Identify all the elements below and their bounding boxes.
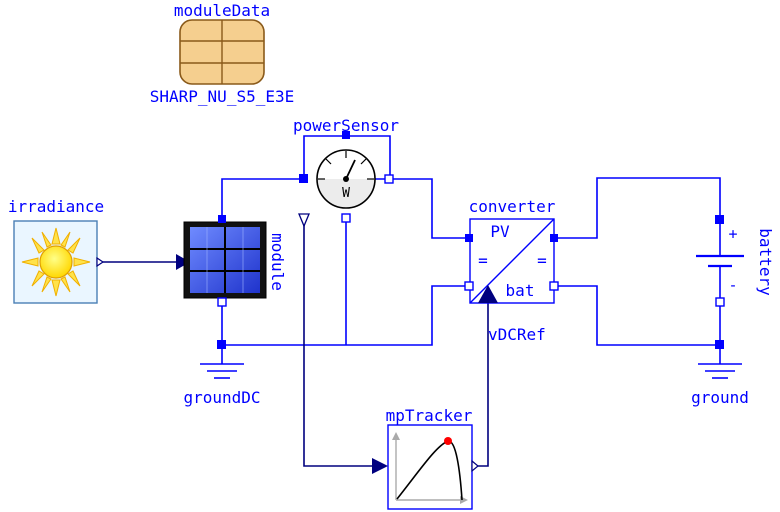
converter-dcn2-pin[interactable] bbox=[549, 281, 559, 291]
converter-pv-label: PV bbox=[490, 222, 510, 241]
signal-power bbox=[303, 219, 372, 467]
battery-plus-label: + bbox=[728, 225, 737, 243]
vdcref-label: vDCRef bbox=[488, 325, 546, 344]
mp-tracker-output[interactable] bbox=[471, 459, 479, 473]
signal-vdcref bbox=[478, 290, 489, 467]
dc-converter[interactable]: converter PV bat = = vDCRef bbox=[464, 197, 559, 344]
converter-name: converter bbox=[469, 197, 556, 216]
module-name: module bbox=[268, 233, 287, 291]
sensor-pv-pin[interactable] bbox=[342, 131, 350, 139]
sensor-nc-pin[interactable] bbox=[384, 174, 394, 184]
battery-minus-label: - bbox=[728, 276, 737, 294]
sensor-power-output[interactable] bbox=[298, 213, 310, 228]
ground-dc-symbol bbox=[200, 363, 244, 379]
mpp-point-icon bbox=[444, 437, 452, 445]
module-data-value: SHARP_NU_S5_E3E bbox=[150, 87, 295, 106]
mp-tracker[interactable]: mpTracker bbox=[372, 406, 479, 510]
sensor-nv-pin[interactable] bbox=[341, 213, 351, 223]
ground[interactable]: ground bbox=[691, 340, 749, 407]
power-sensor-name: powerSensor bbox=[293, 116, 399, 135]
irradiance-name: irradiance bbox=[8, 197, 104, 216]
power-sensor-unit: W bbox=[342, 186, 350, 201]
ground-pin[interactable] bbox=[715, 340, 724, 349]
wires bbox=[103, 135, 721, 467]
wire-groundDC-bus bbox=[221, 285, 470, 346]
module-irradiance-input[interactable] bbox=[176, 254, 190, 270]
mp-tracker-power-input[interactable] bbox=[372, 458, 388, 474]
irradiance-output[interactable] bbox=[96, 256, 105, 268]
converter-eq-left: = bbox=[478, 251, 488, 270]
battery-icon bbox=[696, 254, 744, 268]
battery-positive-pin[interactable] bbox=[715, 215, 724, 224]
sensor-pc-pin[interactable] bbox=[299, 174, 308, 183]
wire-sensor-nc bbox=[389, 178, 470, 239]
converter-vdcref-input[interactable] bbox=[478, 285, 498, 303]
ground-dc[interactable]: groundDC bbox=[183, 340, 261, 407]
ground-symbol bbox=[698, 363, 742, 379]
converter-bat-label: bat bbox=[506, 281, 535, 300]
mpp-curve-icon bbox=[392, 432, 468, 504]
module-positive-pin[interactable] bbox=[218, 215, 226, 223]
power-sensor[interactable]: powerSensor W bbox=[293, 116, 399, 228]
ground-dc-pin[interactable] bbox=[217, 340, 226, 349]
converter-dcp2-pin[interactable] bbox=[550, 234, 558, 242]
irradiance-source[interactable]: irradiance bbox=[8, 197, 105, 304]
sun-icon bbox=[21, 227, 91, 297]
wire-battery-neg bbox=[554, 285, 720, 346]
module-data-record[interactable]: moduleData SHARP_NU_S5_E3E bbox=[150, 1, 295, 106]
battery[interactable]: + - battery bbox=[696, 215, 775, 307]
converter-dcn1-pin[interactable] bbox=[464, 281, 474, 291]
pv-module[interactable]: module bbox=[176, 215, 287, 307]
ground-dc-name: groundDC bbox=[183, 388, 260, 407]
ground-name: ground bbox=[691, 388, 749, 407]
mp-tracker-name: mpTracker bbox=[386, 406, 473, 425]
battery-name: battery bbox=[756, 228, 775, 296]
wire-battery-pos bbox=[554, 177, 721, 239]
converter-dcp1-pin[interactable] bbox=[465, 234, 473, 242]
module-negative-pin[interactable] bbox=[217, 297, 227, 307]
battery-negative-pin[interactable] bbox=[715, 297, 725, 307]
converter-eq-right: = bbox=[537, 251, 547, 270]
wire-module-pos bbox=[221, 178, 304, 219]
module-data-name: moduleData bbox=[174, 1, 270, 20]
